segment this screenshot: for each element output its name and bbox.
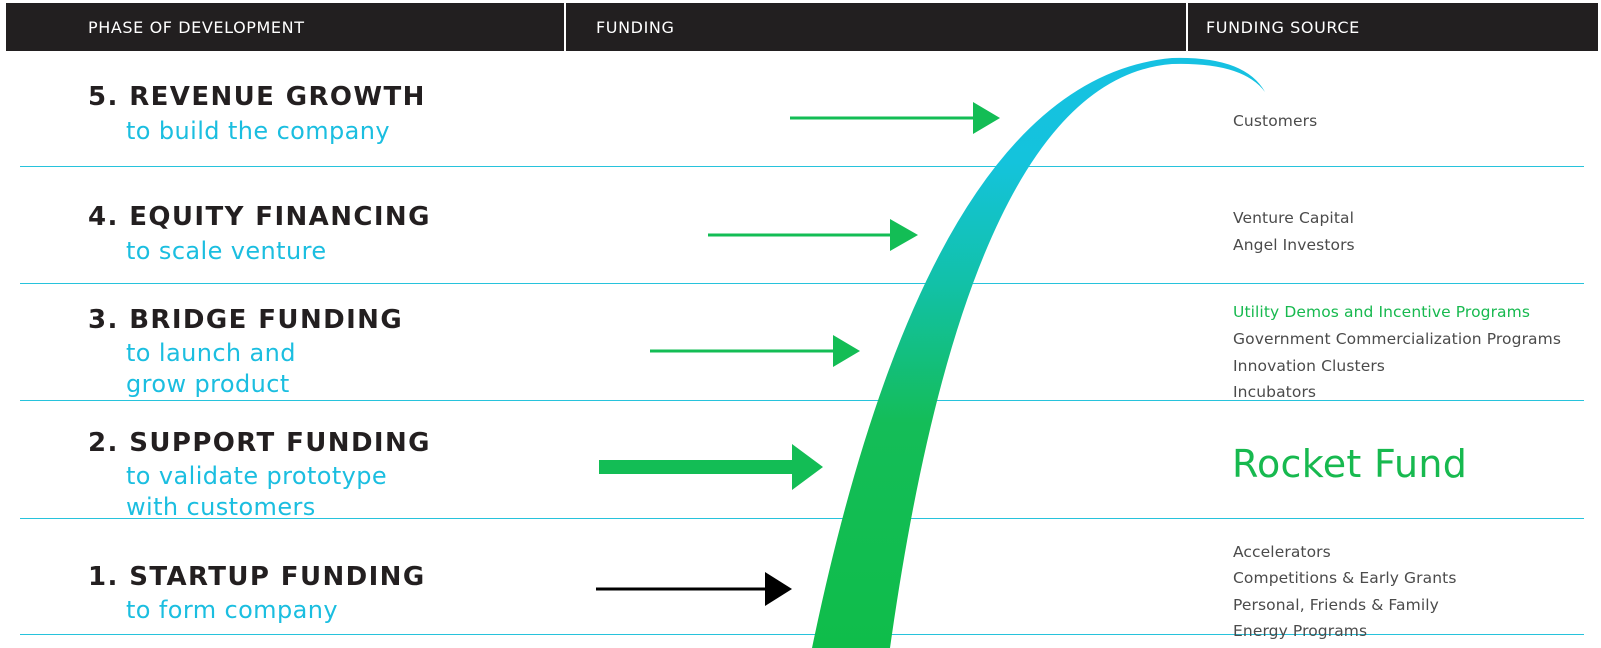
header-funding-source: FUNDING SOURCE	[1206, 18, 1360, 37]
phase-title-equity-financing: 4. EQUITY FINANCING	[88, 202, 431, 232]
phase-title-bridge-funding: 3. BRIDGE FUNDING	[88, 305, 404, 335]
row-divider	[20, 283, 1584, 284]
arrow-revenue-growth	[790, 102, 1000, 134]
source-angel-investors: Angel Investors	[1233, 236, 1355, 254]
arrow-startup-funding	[596, 572, 792, 606]
row-divider	[20, 518, 1584, 519]
phase-subtitle: grow product	[126, 370, 290, 398]
source-competitions: Competitions & Early Grants	[1233, 569, 1457, 587]
arrow-bridge-funding	[650, 335, 860, 367]
row-divider	[20, 166, 1584, 167]
phase-title-revenue-growth: 5. REVENUE GROWTH	[88, 82, 426, 112]
source-energy-programs: Energy Programs	[1233, 622, 1368, 640]
source-venture-capital: Venture Capital	[1233, 209, 1355, 227]
phase-title-startup-funding: 1. STARTUP FUNDING	[88, 562, 426, 592]
source-government-programs: Government Commercialization Programs	[1233, 330, 1562, 348]
phase-subtitle: with customers	[126, 493, 316, 521]
source-innovation-clusters: Innovation Clusters	[1233, 357, 1385, 375]
table-header: PHASE OF DEVELOPMENT FUNDING FUNDING SOU…	[6, 3, 1598, 51]
phase-title-support-funding: 2. SUPPORT FUNDING	[88, 428, 431, 458]
phase-subtitle: to scale venture	[126, 237, 327, 265]
arrow-equity-financing	[708, 219, 918, 251]
header-divider	[1186, 3, 1188, 51]
phase-subtitle: to form company	[126, 596, 338, 624]
source-customers: Customers	[1233, 112, 1318, 130]
source-incubators: Incubators	[1233, 383, 1317, 401]
header-funding: FUNDING	[596, 18, 675, 37]
source-personal-friends-family: Personal, Friends & Family	[1233, 596, 1439, 614]
phase-subtitle: to validate prototype	[126, 462, 388, 490]
row-divider	[20, 400, 1584, 401]
source-utility-demos: Utility Demos and Incentive Programs	[1233, 303, 1531, 321]
row-divider	[20, 634, 1584, 635]
rocket-trajectory-arc	[812, 57, 1265, 648]
header-phase-of-development: PHASE OF DEVELOPMENT	[88, 18, 305, 37]
phase-subtitle: to launch and	[126, 339, 296, 367]
header-divider	[564, 3, 566, 51]
arrow-support-funding	[599, 444, 823, 490]
source-accelerators: Accelerators	[1233, 543, 1331, 561]
phase-subtitle: to build the company	[126, 117, 390, 145]
source-rocket-fund: Rocket Fund	[1232, 442, 1468, 486]
